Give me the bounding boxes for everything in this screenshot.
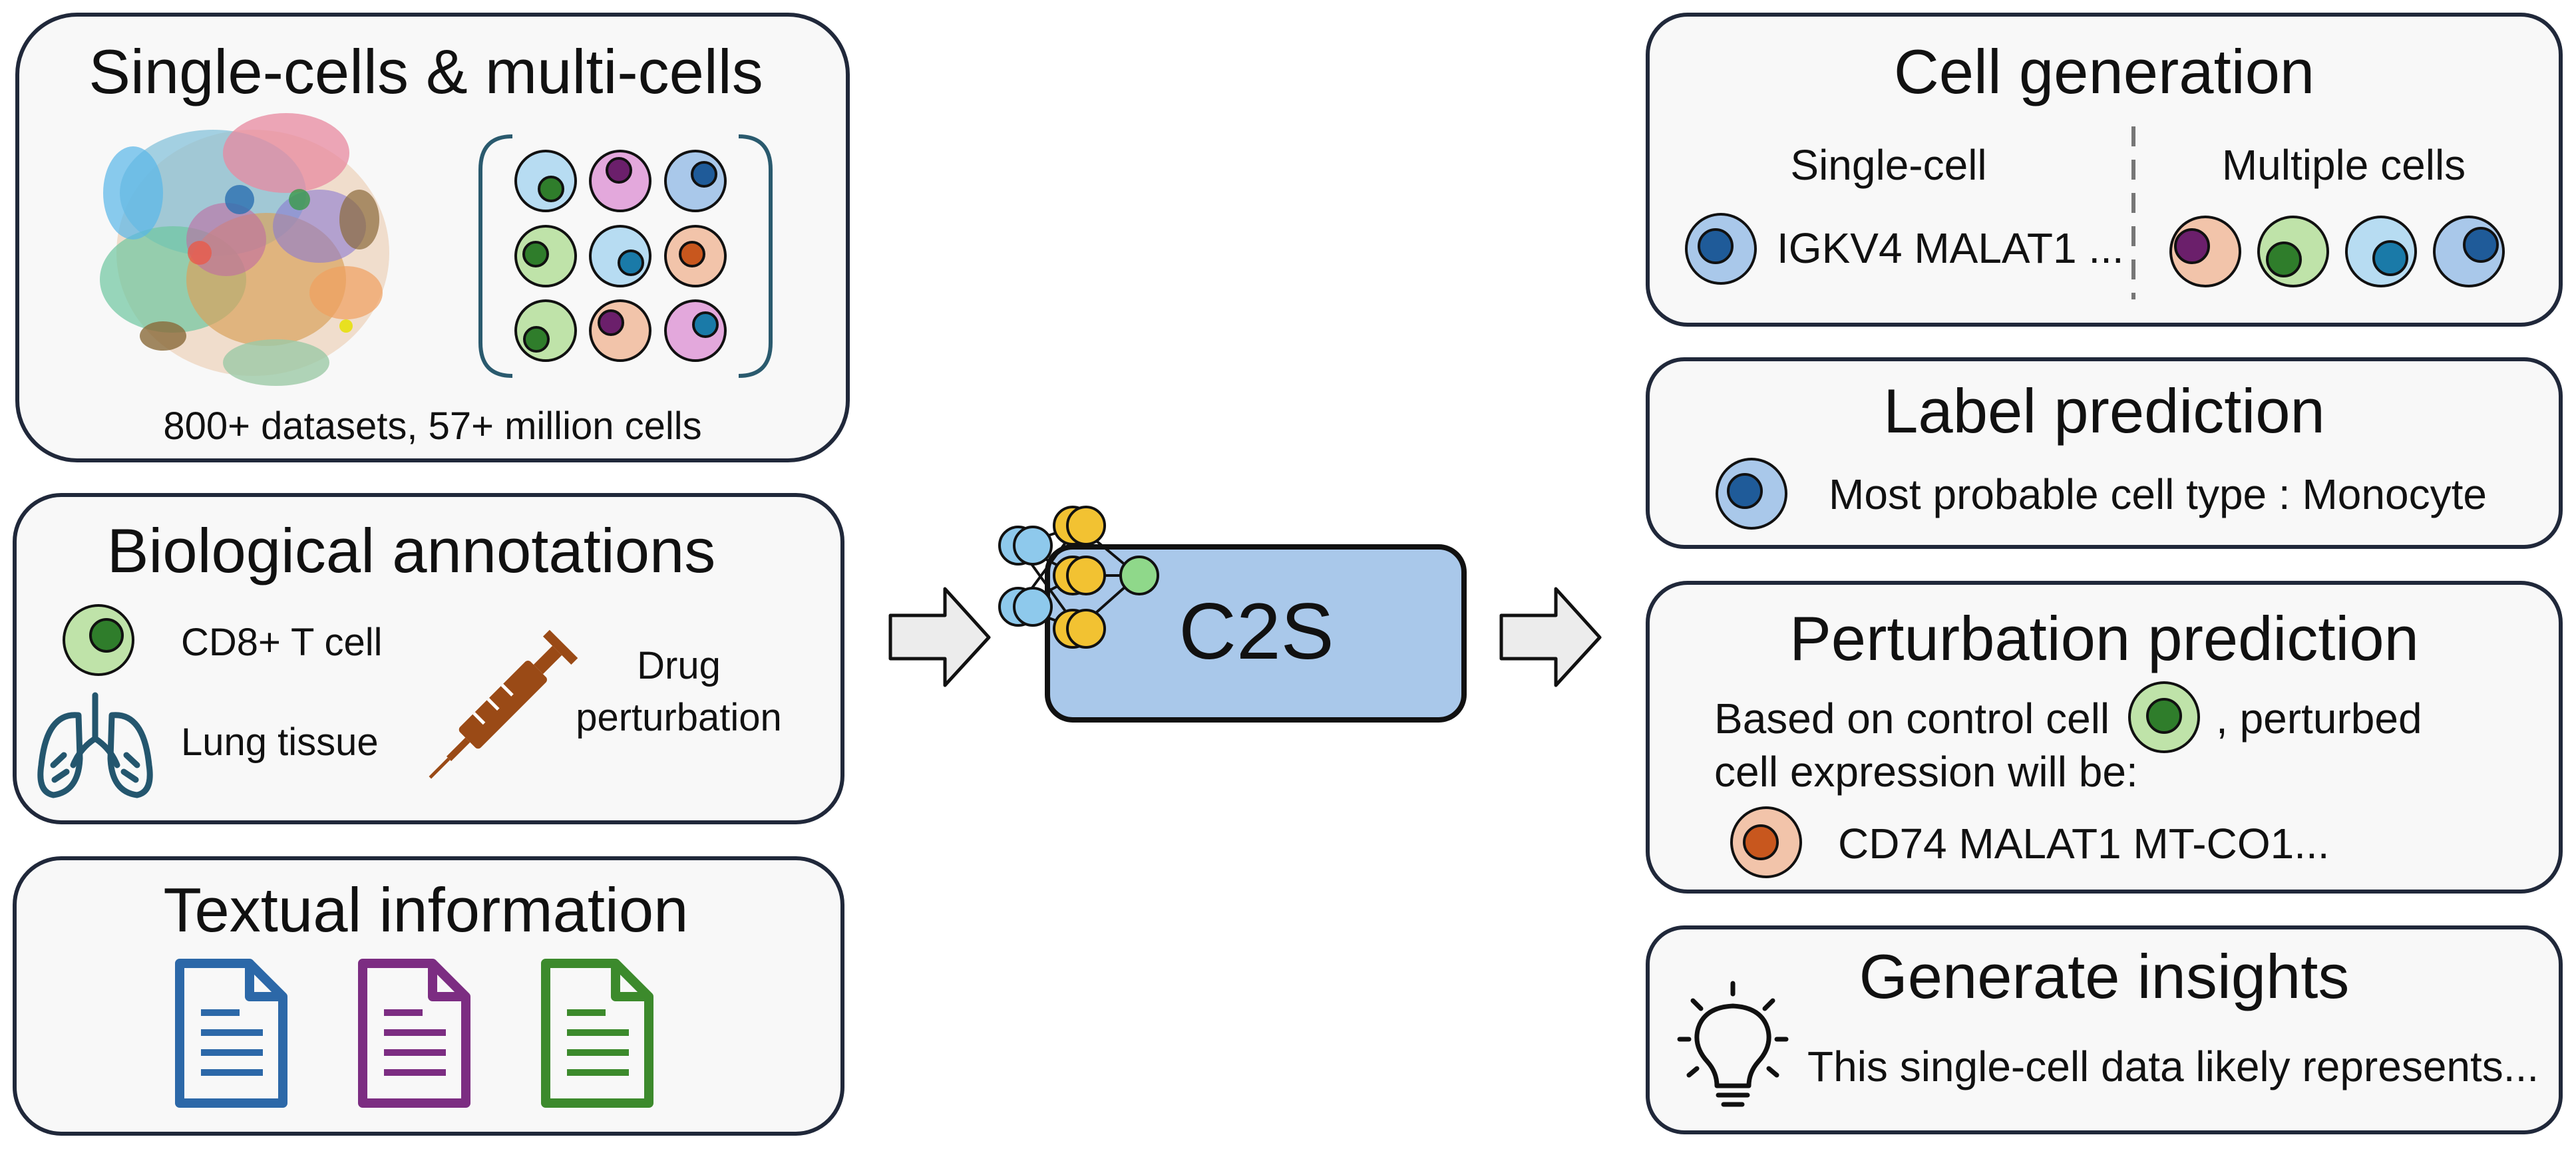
annotation-label-cd8: CD8+ T cell <box>181 621 383 664</box>
document-green-icon <box>541 959 653 1108</box>
lightbulb-icon <box>1677 981 1789 1107</box>
panel-frame <box>1646 581 2563 894</box>
neural-network-icon <box>998 506 1159 649</box>
perturbed-cell-icon <box>1730 806 1802 878</box>
multiple-cells-label: Multiple cells <box>2222 141 2466 189</box>
label-prediction-text: Most probable cell type : Monocyte <box>1829 470 2487 518</box>
model-label: C2S <box>1179 587 1334 676</box>
annotation-label-perturbation: perturbation <box>576 696 782 739</box>
perturbation-text-line2: cell expression will be: <box>1714 748 2138 796</box>
panel-title: Perturbation prediction <box>1789 603 2419 673</box>
perturbation-text-part2: , perturbed <box>2216 695 2422 742</box>
panel-generate-insights: Generate insights This single-cell data … <box>1646 925 2563 1134</box>
document-purple-icon <box>358 959 470 1108</box>
insights-text: This single-cell data likely represents.… <box>1807 1043 2539 1090</box>
single-cell-label: Single-cell <box>1790 141 1986 189</box>
panel-title: Cell generation <box>1894 37 2314 106</box>
perturbation-text-part1: Based on control cell <box>1714 695 2110 742</box>
panel-title: Textual information <box>164 875 689 945</box>
cell-icon <box>1716 458 1787 530</box>
annotation-label-lung: Lung tissue <box>181 721 379 764</box>
panel-perturbation-prediction: Perturbation prediction Based on control… <box>1646 581 2563 894</box>
panel-single-multi-cells: Single-cells & multi-cells <box>15 13 850 462</box>
umap-plot-icon <box>100 113 389 386</box>
panel-title: Biological annotations <box>107 516 716 585</box>
panel-frame <box>1646 357 2563 549</box>
document-blue-icon <box>175 959 287 1108</box>
cell-icon <box>1685 213 1757 285</box>
panel-title: Single-cells & multi-cells <box>89 37 763 106</box>
single-cell-genes: IGKV4 MALAT1 ... <box>1777 224 2124 272</box>
panel-frame <box>13 493 844 824</box>
panel-frame <box>1646 925 2563 1134</box>
panel-biological-annotations: Biological annotations CD8+ T cell Lung … <box>13 493 844 824</box>
arrow-input-to-model <box>888 587 991 687</box>
panel-title: Generate insights <box>1859 941 2350 1011</box>
panel-textual-information: Textual information <box>13 856 844 1136</box>
panel-label-prediction: Label prediction Most probable cell type… <box>1646 357 2563 549</box>
arrow-model-to-output <box>1499 587 1602 687</box>
multiple-cells-icons <box>2169 216 2505 287</box>
c2s-model: C2S <box>998 506 1467 723</box>
panel-cell-generation: Cell generation Single-cell Multiple cel… <box>1646 13 2563 327</box>
datasets-caption: 800+ datasets, 57+ million cells <box>163 405 701 448</box>
control-cell-icon <box>2128 681 2200 753</box>
panel-title: Label prediction <box>1883 376 2325 446</box>
syringe-icon <box>429 629 578 779</box>
panel-frame <box>1646 13 2563 327</box>
cell-icon <box>63 604 134 676</box>
perturbation-result: CD74 MALAT1 MT-CO1... <box>1838 820 2330 868</box>
annotation-label-drug: Drug <box>637 644 721 687</box>
cell-grid-icon <box>478 134 773 378</box>
lungs-icon <box>37 692 153 798</box>
